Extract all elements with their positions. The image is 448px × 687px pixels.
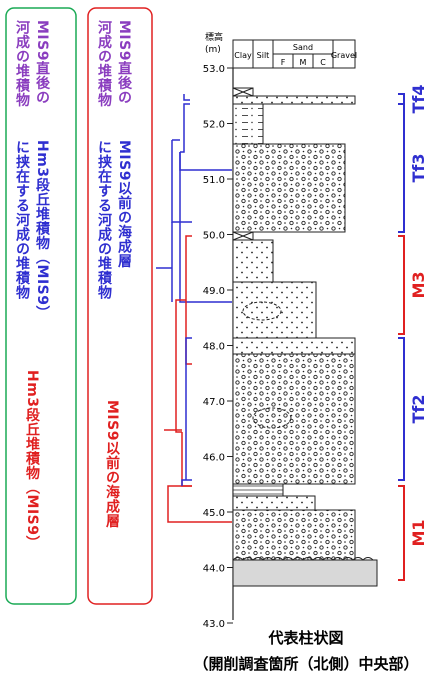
sand-fine-header: F xyxy=(281,58,286,67)
elevation-tick-label: 52.0 xyxy=(203,120,225,131)
elevation-tick-label: 51.0 xyxy=(203,175,225,186)
unit-label: (m) xyxy=(205,45,221,55)
stratigraphic-column xyxy=(233,88,377,586)
upper-blue-bracket xyxy=(180,104,190,152)
mid-top-label: MIS9直後の 河成の堆積物 xyxy=(94,20,134,130)
tf3-bracket xyxy=(398,104,404,232)
left-legend-box: MIS9直後の 河成の堆積物 Hm3段丘堆積物（MIS9） に挟在する河成の堆積… xyxy=(6,8,76,604)
unit-tf3: Tf3 xyxy=(409,153,428,182)
silt-header: Silt xyxy=(257,51,270,60)
unit-tf4: Tf4 xyxy=(409,84,428,113)
tf4-bracket xyxy=(398,94,404,104)
gravel-header: Gravel xyxy=(331,51,357,60)
elevation-tick-label: 48.0 xyxy=(203,342,225,353)
caption-subtitle: （開削調査箇所（北側）中央部） xyxy=(193,655,418,673)
mid-bottom-label: MIS9以前の海成層 xyxy=(102,400,122,590)
clay-header: Clay xyxy=(234,51,252,60)
elevation-tick-label: 43.0 xyxy=(203,619,225,630)
elevation-axis: 標高 (m) 53.0 52.0 51.0 50.0 49.0 48.0 47.0 46.0 4… xyxy=(203,31,233,630)
tf2-bracket xyxy=(398,338,404,480)
sand-medium-header: M xyxy=(300,58,307,67)
elevation-tick-label: 49.0 xyxy=(203,286,225,297)
unit-labels: Tf4 Tf3 M3 Tf2 M1 xyxy=(409,84,428,546)
caption-title: 代表柱状図 xyxy=(267,629,343,647)
sand-coarse-header: C xyxy=(320,58,326,67)
elevation-tick-label: 50.0 xyxy=(203,231,225,242)
unit-m1: M1 xyxy=(409,519,428,546)
tf4-bracket-left xyxy=(184,94,190,100)
blue-connector-tf3 xyxy=(180,152,232,170)
elevation-tick-label: 46.0 xyxy=(203,453,225,464)
elevation-tick-label: 44.0 xyxy=(203,564,225,575)
red-m3-bracket xyxy=(186,236,192,364)
middle-legend-box: MIS9直後の 河成の堆積物 MIS9以前の海成層 に挟在する河成の堆積物 MI… xyxy=(88,8,152,604)
unit-tf2: Tf2 xyxy=(409,394,428,423)
left-mid-label: Hm3段丘堆積物（MIS9） に挟在する河成の堆積物 xyxy=(12,140,52,370)
unit-m3: M3 xyxy=(409,271,428,298)
red-connector xyxy=(176,300,186,432)
left-bottom-label: Hm3段丘堆積物（MIS9） xyxy=(22,370,42,595)
elevation-label: 標高 xyxy=(205,31,223,43)
grain-size-header: Clay Silt Sand F M C Gravel xyxy=(233,40,357,68)
elevation-tick-label: 47.0 xyxy=(203,397,225,408)
elevation-tick-label: 53.0 xyxy=(203,64,225,75)
m3-bracket xyxy=(398,236,404,334)
elevation-tick-label: 45.0 xyxy=(203,508,225,519)
mid-mid-label: MIS9以前の海成層 に挟在する河成の堆積物 xyxy=(94,140,134,370)
blue-tf2-bracket xyxy=(186,338,192,480)
sand-header: Sand xyxy=(293,43,313,52)
m1-bracket xyxy=(398,486,404,580)
left-top-label: MIS9直後の 河成の堆積物 xyxy=(12,20,52,130)
unit-brackets xyxy=(398,94,404,580)
